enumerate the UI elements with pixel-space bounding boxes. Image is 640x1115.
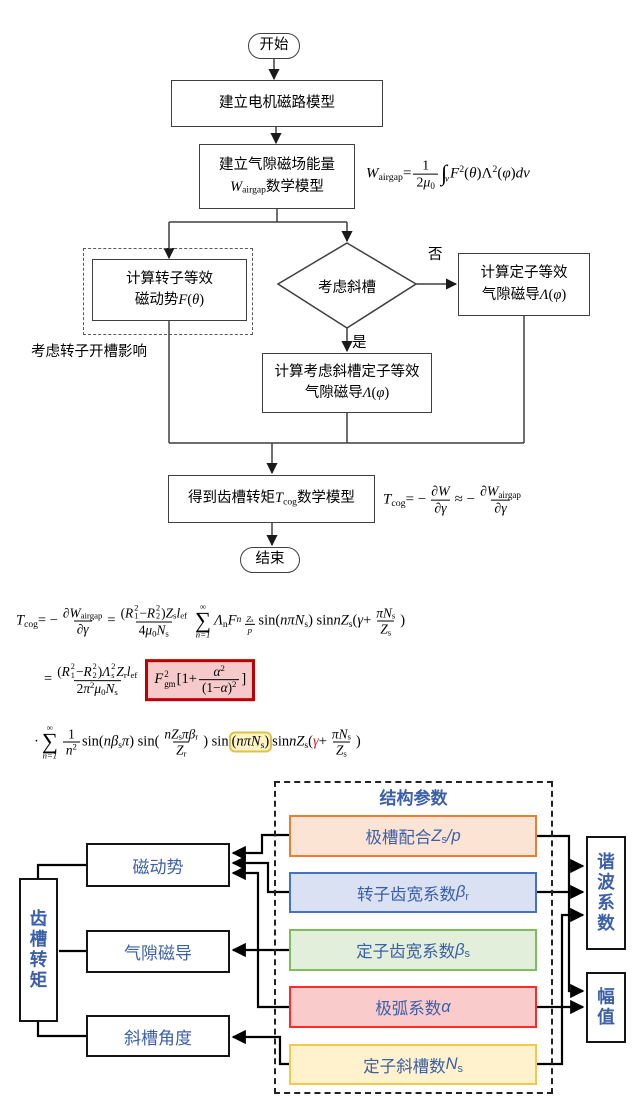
param-pole-arc-label: 极弧系数 α (375, 997, 451, 1019)
skewed-permeance-line1: 计算考虑斜槽定子等效 (274, 363, 420, 380)
skew-angle-box: 斜槽角度 (86, 1015, 230, 1057)
end-label: 结束 (255, 551, 285, 568)
rotor-slotting-note: 考虑转子开槽影响 (31, 344, 147, 360)
build-circuit-step: 建立电机磁路模型 (171, 80, 383, 127)
rotor-slotting-dashed-group (83, 248, 253, 335)
cogging-torque-box: 齿槽转矩 (19, 878, 58, 1022)
param-pole-arc: 极弧系数 α (289, 986, 537, 1028)
build-circuit-label: 建立电机磁路模型 (219, 94, 335, 111)
rotor-mmf-line1: 计算转子等效 (126, 270, 213, 287)
mmf-box: 磁动势 (86, 843, 230, 887)
skewed-permeance-line2: 气隙磁导 Λ(φ) (304, 385, 390, 401)
mmf-label: 磁动势 (132, 857, 184, 877)
decision-no-label: 否 (428, 247, 443, 263)
build-energy-line1: 建立气隙磁场能量 (219, 157, 335, 174)
decision-yes-label: 是 (352, 335, 367, 351)
stator-permeance-line1: 计算定子等效 (480, 265, 568, 282)
skewed-permeance-step: 计算考虑斜槽定子等效 气隙磁导 Λ(φ) (262, 353, 432, 413)
start-label: 开始 (259, 37, 289, 54)
decision-label: 考虑斜槽 (318, 280, 376, 296)
end-terminal: 结束 (240, 547, 300, 573)
harmonic-coeff-label: 谐波系数 (595, 852, 616, 934)
stator-permeance-line2: 气隙磁导 Λ(φ) (481, 286, 567, 303)
rotor-mmf-line2: 磁动势 F(θ) (134, 292, 205, 308)
harmonic-coeff-box: 谐波系数 (586, 836, 626, 950)
amplitude-label: 幅值 (595, 987, 616, 1028)
amplitude-box: 幅值 (586, 972, 626, 1043)
structure-params-dashed-group (274, 781, 553, 1094)
skew-angle-label: 斜槽角度 (124, 1028, 192, 1048)
rotor-mmf-step: 计算转子等效 磁动势 F(θ) (92, 259, 247, 321)
permeance-label: 气隙磁导 (124, 944, 192, 963)
start-terminal: 开始 (248, 33, 300, 59)
stator-permeance-step: 计算定子等效 气隙磁导 Λ(φ) (458, 253, 590, 316)
structure-params-title: 结构参数 (379, 789, 448, 808)
cogging-torque-label: 齿槽转矩 (28, 909, 48, 991)
permeance-box: 气隙磁导 (86, 930, 230, 973)
